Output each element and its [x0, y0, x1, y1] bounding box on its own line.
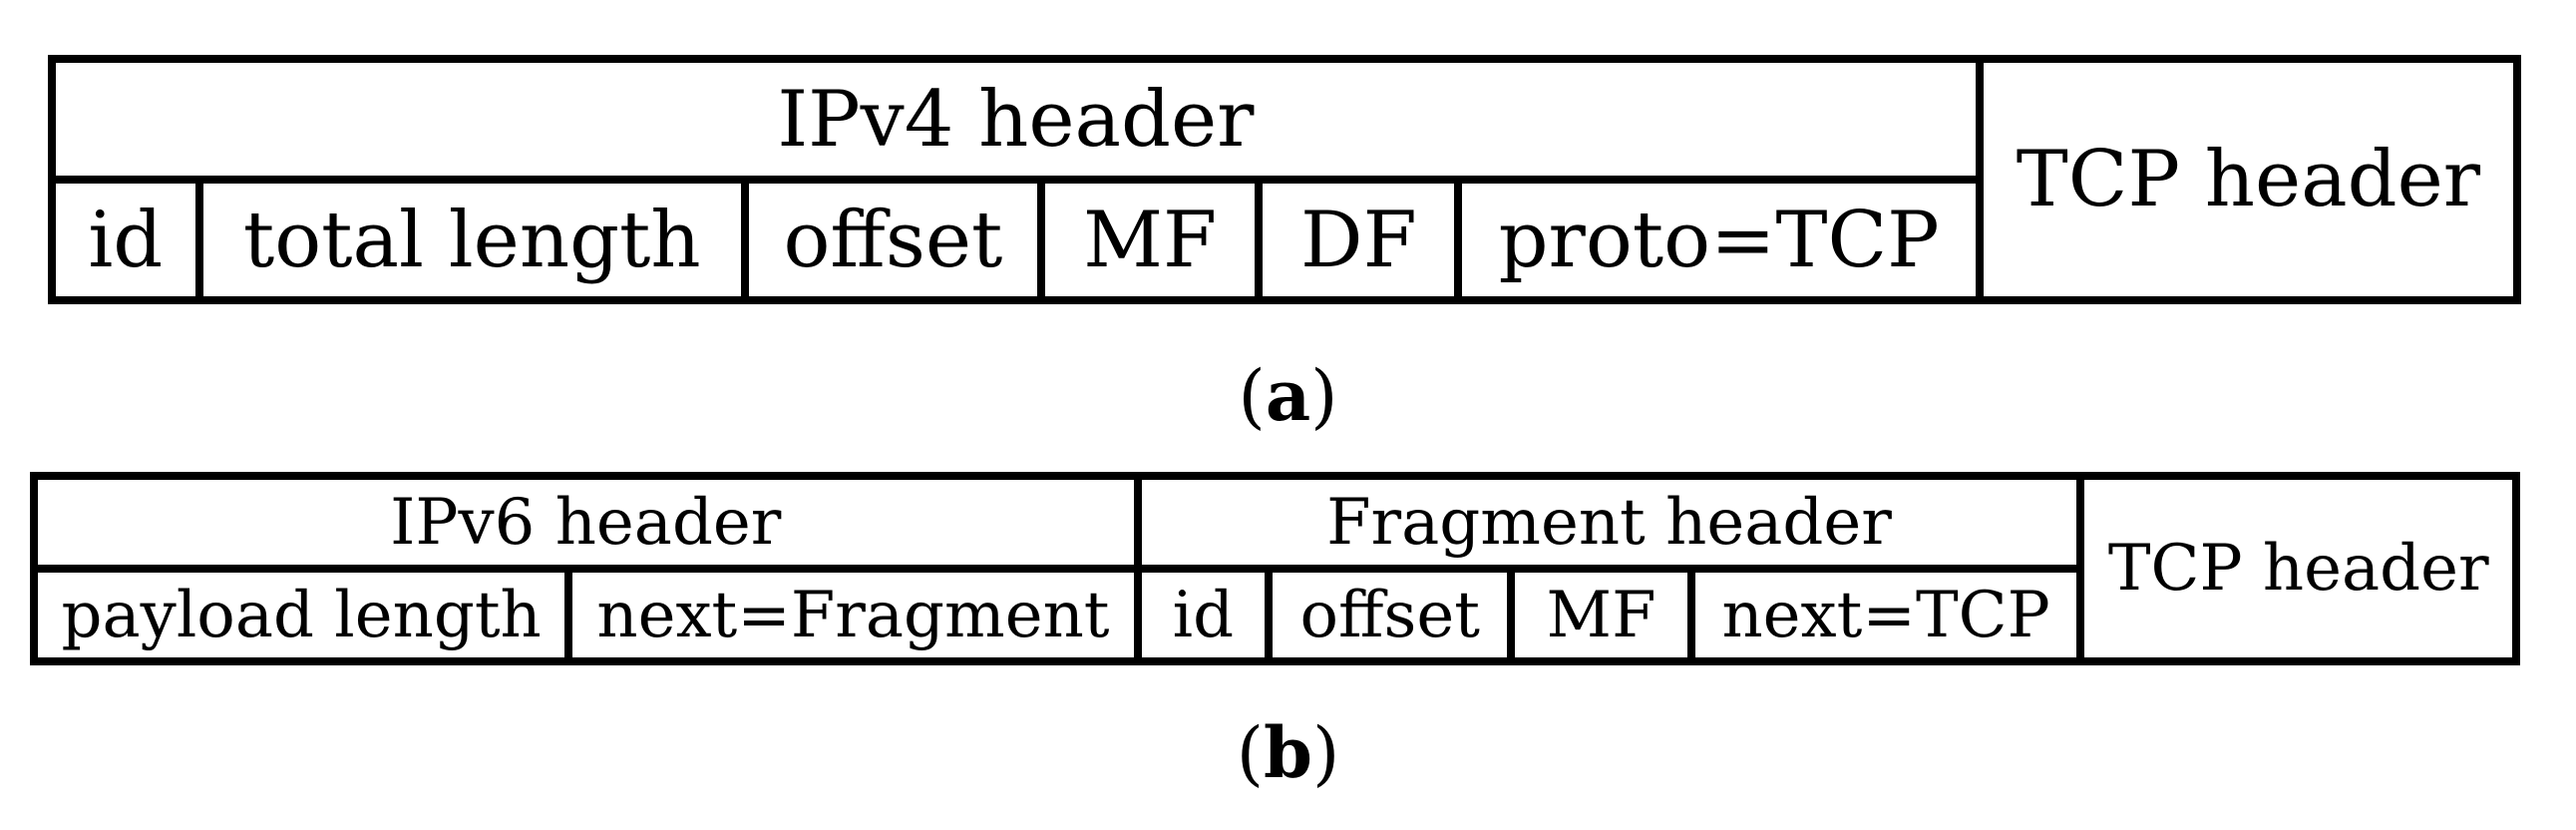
cell-tcp-header-b: TCP header — [2076, 472, 2520, 665]
cell-fragment-header: Fragment header — [1133, 472, 2085, 573]
caption-b-close-paren: ) — [1311, 712, 1340, 794]
cell-ipv4-header: IPv4 header — [48, 55, 1984, 184]
cell-fragment-offset: offset — [1265, 565, 1516, 665]
caption-a-open-paren: ( — [1238, 355, 1266, 437]
caption-b-open-paren: ( — [1236, 712, 1265, 794]
caption-a-close-paren: ) — [1310, 355, 1338, 437]
caption-a-letter: a — [1265, 354, 1311, 437]
caption-b-letter: b — [1264, 711, 1312, 794]
ipv6-fields-row: payload length next=Fragment id offset M… — [29, 565, 2516, 665]
cell-fragment-mf-flag: MF — [1507, 565, 1695, 665]
caption-a: (a) — [0, 357, 2576, 435]
caption-b: (b) — [0, 714, 2576, 792]
cell-ipv4-proto: proto=TCP — [1454, 176, 1984, 304]
ipv4-fields-row: id total length offset MF DF proto=TCP — [48, 176, 2517, 304]
cell-ipv4-id: id — [48, 176, 203, 304]
ipv4-header-row: IPv4 header TCP header — [48, 55, 2522, 304]
cell-ipv4-offset: offset — [740, 176, 1046, 304]
cell-fragment-next-tcp: next=TCP — [1686, 565, 2085, 665]
cell-ipv4-df-flag: DF — [1255, 176, 1463, 304]
cell-ipv6-next-fragment: next=Fragment — [564, 565, 1142, 665]
cell-fragment-id: id — [1133, 565, 1274, 665]
cell-tcp-header-a: TCP header — [1975, 55, 2522, 304]
cell-ipv4-total-length: total length — [194, 176, 749, 304]
cell-ipv6-header: IPv6 header — [30, 472, 1142, 573]
ipv4-packet-table: IPv4 header TCP header id total length o… — [48, 55, 2522, 304]
cell-ipv6-payload-length: payload length — [29, 565, 573, 665]
ipv6-packet-table: IPv6 header Fragment header TCP header p… — [29, 472, 2520, 665]
cell-ipv4-mf-flag: MF — [1036, 176, 1264, 304]
ipv6-header-row: IPv6 header Fragment header TCP header — [30, 472, 2520, 665]
